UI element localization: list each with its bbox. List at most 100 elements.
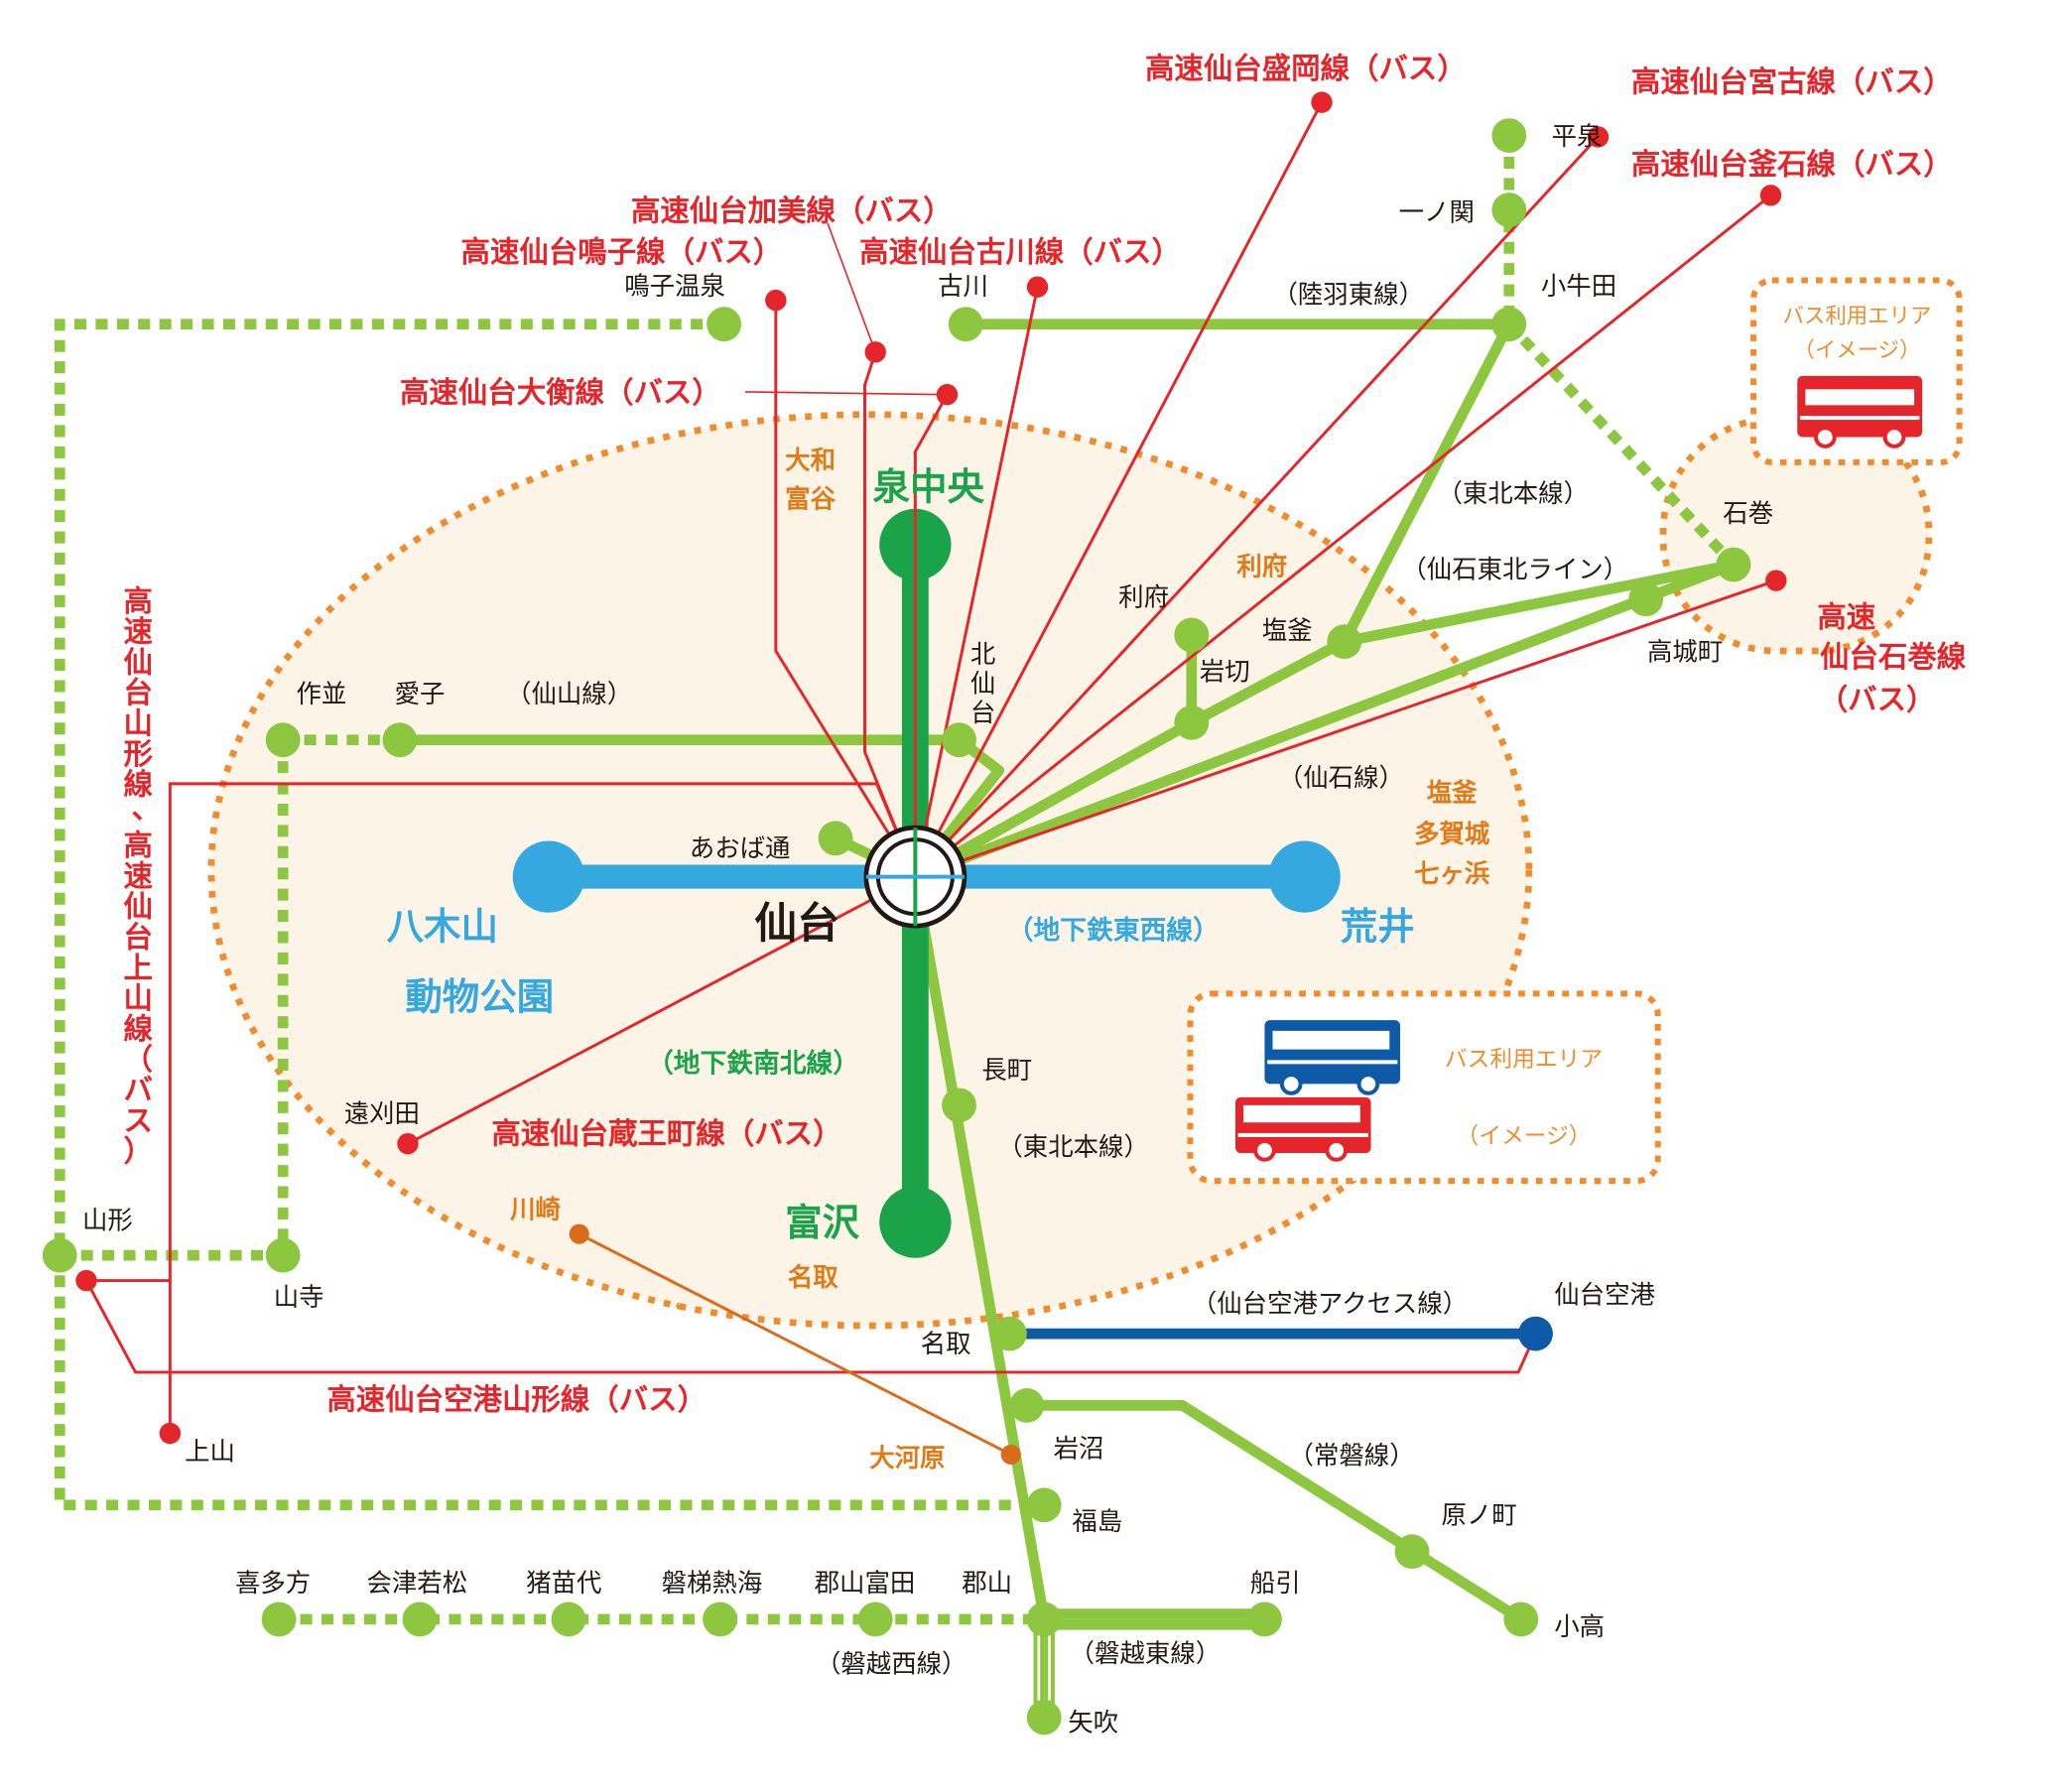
svg-text:速: 速	[123, 615, 153, 649]
station-sakunami: 作並	[297, 679, 347, 708]
bus-label-ishinomaki-2: 仙台石巻線	[1820, 640, 1967, 674]
station-ayashi: 愛子	[395, 679, 446, 708]
station-bandaiatami: 磐梯熱海	[662, 1568, 763, 1598]
area-shiogama-2: 多賀城	[1414, 819, 1490, 848]
bus-label-morioka: 高速仙台盛岡線（バス）	[1145, 52, 1467, 85]
area-yamato-1: 大和	[785, 446, 836, 475]
svg-text:形: 形	[123, 737, 153, 771]
station-rifu: 利府	[1118, 581, 1169, 611]
senzan-label: （仙山線）	[506, 679, 632, 708]
red-bus-icon-2	[1234, 1096, 1371, 1162]
station-aizuwakamatsu: 会津若松	[366, 1568, 467, 1598]
svg-text:、: 、	[132, 792, 161, 826]
svg-text:速: 速	[123, 859, 153, 893]
svg-text:）: ）	[123, 1134, 152, 1168]
airport-access-label: （仙台空港アクセス線）	[1192, 1289, 1468, 1319]
rail-station-dots	[42, 118, 1751, 1735]
svg-text:（: （	[123, 1043, 152, 1077]
svg-text:台: 台	[123, 921, 152, 955]
station-takagicho: 高城町	[1647, 636, 1723, 666]
kawasaki-okawara-route	[579, 1232, 1012, 1457]
ew-west-label-1: 八木山	[387, 905, 498, 949]
arai-dot	[1268, 840, 1341, 913]
svg-text:台: 台	[123, 676, 152, 709]
svg-text:ス: ス	[123, 1103, 152, 1137]
ns-north-label: 泉中央	[873, 464, 985, 508]
bus-label-miyako: 高速仙台宮古線（バス）	[1631, 64, 1953, 98]
svg-text:バ: バ	[123, 1073, 152, 1106]
station-iwanuma: 岩沼	[1054, 1434, 1104, 1464]
bus-endpoint-dots	[75, 91, 1787, 1445]
bus-area-legend-1-title: バス利用エリア	[1783, 304, 1932, 328]
bus-leader-lines	[744, 222, 948, 396]
station-kitakata: 喜多方	[235, 1568, 311, 1598]
station-togatta: 遠刈田	[344, 1098, 420, 1128]
station-ichinoseki: 一ノ関	[1399, 196, 1475, 226]
svg-text:高: 高	[123, 584, 152, 618]
station-shiogama: 塩釜	[1262, 615, 1313, 645]
area-kawasaki: 川崎	[510, 1195, 561, 1224]
airport-dot	[1518, 1316, 1553, 1351]
station-haranomachi: 原ノ町	[1441, 1500, 1516, 1530]
station-yamagata: 山形	[82, 1205, 133, 1234]
bus-label-airport-yamagata: 高速仙台空港山形線（バス）	[326, 1382, 707, 1416]
rikuu-east-label: （陸羽東線）	[1272, 279, 1424, 309]
blue-bus-icon	[1264, 1020, 1400, 1095]
area-rifu: 利府	[1236, 552, 1287, 581]
ew-line-label: （地下鉄東西線）	[1007, 915, 1220, 947]
station-nagamachi: 長町	[981, 1055, 1032, 1085]
svg-text:仙: 仙	[123, 890, 152, 924]
bus-label-kamaishi: 高速仙台釜石線（バス）	[1631, 147, 1953, 181]
station-koriyama: 郡山	[962, 1568, 1012, 1598]
bus-label-furukawa: 高速仙台古川線（バス）	[859, 235, 1181, 269]
sendai-hub-label: 仙台	[754, 899, 839, 949]
station-kaminoyama: 上山	[185, 1436, 235, 1466]
station-natori: 名取	[921, 1329, 971, 1358]
tomizawa-dot	[879, 1186, 952, 1258]
svg-text:台: 台	[970, 698, 995, 727]
bus-area-legend-1-sub: （イメージ）	[1793, 338, 1920, 363]
svg-text:山: 山	[123, 981, 152, 1015]
bus-area-legend-2-sub: （イメージ）	[1456, 1124, 1591, 1150]
station-iwakiri: 岩切	[1200, 656, 1250, 686]
station-funehiki: 船引	[1250, 1568, 1301, 1598]
bus-label-ishinomaki-1: 高速	[1817, 600, 1875, 634]
svg-text:線: 線	[123, 1012, 153, 1046]
svg-text:線: 線	[123, 768, 153, 802]
okawara-dot	[1000, 1444, 1021, 1465]
bus-area-legend-2-title: バス利用エリア	[1445, 1047, 1603, 1073]
bus-routes	[84, 101, 1777, 1434]
station-ishinomaki: 石巻	[1723, 498, 1773, 528]
svg-text:仙: 仙	[123, 645, 152, 679]
station-furukawa: 古川	[938, 271, 988, 301]
kitasendai-label: 北 仙 台	[970, 639, 995, 727]
senseki-tohoku-label: （仙石東北ライン）	[1401, 554, 1628, 583]
joban-label: （常磐線）	[1289, 1440, 1415, 1470]
area-yamato-2: 富谷	[785, 483, 836, 513]
tohoku-main-n-label: （東北本線）	[1437, 478, 1589, 508]
svg-text:仙: 仙	[970, 669, 995, 699]
area-shiogama-1: 塩釜	[1427, 777, 1478, 807]
bus-label-zaou: 高速仙台蔵王町線（バス）	[491, 1117, 841, 1151]
bus-label-ishinomaki-3: （バス）	[1819, 683, 1936, 716]
station-hiraizumi: 平泉	[1552, 121, 1603, 151]
area-natori: 名取	[788, 1262, 838, 1292]
station-yamadera: 山寺	[274, 1282, 324, 1312]
station-inawashiro: 猪苗代	[526, 1568, 601, 1598]
tohoku-main-s-label: （東北本線）	[997, 1132, 1149, 1162]
station-odaka: 小高	[1554, 1611, 1605, 1641]
station-naruko-onsen: 鳴子温泉	[624, 271, 725, 301]
ew-east-label: 荒井	[1341, 905, 1415, 949]
bus-label-daikou: 高速仙台大衡線（バス）	[400, 376, 721, 410]
station-koriyamatomita: 郡山富田	[815, 1568, 916, 1598]
kawasaki-dot	[569, 1223, 589, 1244]
ns-line-label: （地下鉄南北線）	[647, 1047, 859, 1079]
area-okawara: 大河原	[869, 1443, 945, 1472]
senseki-label: （仙石線）	[1278, 763, 1404, 793]
station-kogota: 小牛田	[1541, 271, 1616, 301]
station-yabuki: 矢吹	[1068, 1707, 1118, 1736]
station-sendai-airport: 仙台空港	[1554, 1279, 1655, 1309]
banetsu-west-label: （磐越西線）	[816, 1648, 967, 1678]
station-fukushima: 福島	[1072, 1506, 1122, 1536]
